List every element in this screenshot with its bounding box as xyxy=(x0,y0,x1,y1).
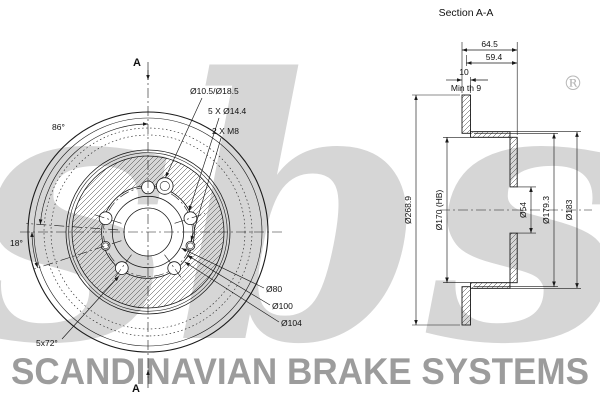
dim-268-9-label: Ø268.9 xyxy=(403,196,413,224)
bolt-pattern-label: 5x72° xyxy=(36,338,58,348)
registered-trademark-icon: ® xyxy=(563,71,583,95)
m8-leader xyxy=(190,137,222,242)
friction-band-outer-dotted-circle xyxy=(43,127,253,337)
angle-18-label: 18° xyxy=(10,238,23,248)
dim-64-5-label: 64.5 xyxy=(481,39,498,49)
hat-wall-lower xyxy=(470,282,511,289)
dim-10-label: 10 xyxy=(459,67,469,77)
m8-holes xyxy=(100,241,196,251)
hat-wall-upper xyxy=(470,131,511,138)
dia-80-leader xyxy=(181,247,265,289)
section-markers: A A xyxy=(132,57,150,395)
m8-hole-inner xyxy=(187,242,194,250)
bolt-hole xyxy=(183,211,198,226)
horizontal-dimensions: 64.5 59.4 10 Min th 9 xyxy=(446,39,518,135)
section-marker-top-label: A xyxy=(133,57,141,69)
vertical-dimensions: Ø268.9 Ø170 (HB) Ø54 Ø179.3 Ø183 xyxy=(403,94,581,326)
countersink-outer xyxy=(156,177,174,195)
dia-104-leader xyxy=(184,261,280,323)
mount-face-lower xyxy=(509,232,518,284)
dim-59-4-label: 59.4 xyxy=(486,52,503,62)
dia-104-label: Ø104 xyxy=(281,318,302,328)
countersink-hole xyxy=(156,177,174,195)
bolt-hole xyxy=(115,261,129,275)
mount-face-upper xyxy=(509,136,518,188)
countersink-inner xyxy=(159,181,170,192)
dia-100-leader xyxy=(187,254,271,306)
bolt-circle-100 xyxy=(103,187,193,277)
section-title: Section A-A xyxy=(439,7,494,19)
front-view: A A 86° 18° 5x72° Ø10.5/Ø18.5 5 X Ø14.4 … xyxy=(10,57,302,395)
angle-18-arc xyxy=(30,231,39,268)
section-view: Section A-A 64.5 59.4 10 Min th 9 xyxy=(403,7,592,326)
min-thickness-label: Min th 9 xyxy=(451,83,482,93)
dim-54-label: Ø54 xyxy=(518,202,528,218)
disc-ring-upper xyxy=(461,94,472,134)
section-cut-shapes xyxy=(461,94,518,326)
dim-170-label: Ø170 (HB) xyxy=(434,190,444,231)
m8-callout-label: 2 X M8 xyxy=(212,126,239,136)
angle-86-label: 86° xyxy=(52,122,65,132)
angle-86-arc xyxy=(38,122,149,225)
m8-hole-inner xyxy=(102,242,109,250)
bolt-holes-leader xyxy=(188,117,220,212)
dim-179-3-label: Ø179.3 xyxy=(541,196,551,224)
brand-banner-text: SCANDINAVIAN BRAKE SYSTEMS xyxy=(11,351,589,392)
bolt-hole xyxy=(167,261,182,275)
countersink-leader xyxy=(165,97,203,178)
angle-dimensions: 86° 18° 5x72° xyxy=(10,122,149,348)
bolt-holes-callout-label: 5 X Ø14.4 xyxy=(208,106,247,116)
section-marker-bottom-label: A xyxy=(132,383,140,395)
hole-callouts: Ø10.5/Ø18.5 5 X Ø14.4 2 X M8 xyxy=(165,86,247,242)
diameter-callouts: Ø80 Ø100 Ø104 xyxy=(181,247,302,328)
bolt-pattern-leader xyxy=(61,275,120,340)
disc-ring-lower xyxy=(461,286,472,326)
bolt-hole xyxy=(98,211,113,226)
dia-80-label: Ø80 xyxy=(266,284,282,294)
dia-100-label: Ø100 xyxy=(272,301,293,311)
countersink-callout-label: Ø10.5/Ø18.5 xyxy=(190,86,239,96)
dim-183-label: Ø183 xyxy=(564,199,574,220)
